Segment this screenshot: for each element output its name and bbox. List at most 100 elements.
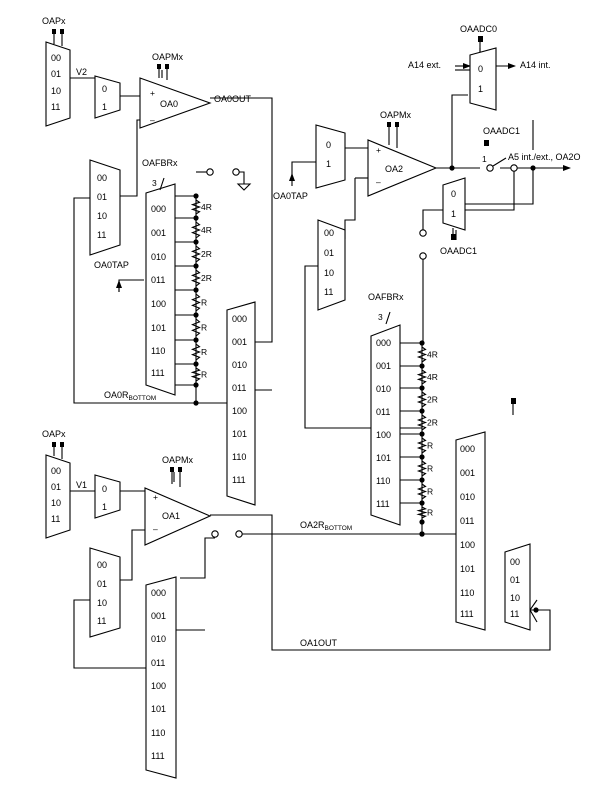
oa1-neg-mux — [89, 547, 121, 638]
oa1-fb-mux — [145, 576, 177, 779]
oa0out-label: OA0OUT — [214, 94, 252, 104]
oa2-resistor-label-4: R — [427, 441, 433, 451]
bus-width-oa2: 3 — [378, 312, 383, 322]
oa2-neg-code-3: 11 — [324, 287, 333, 297]
oa0-input-code-3: 11 — [51, 102, 60, 112]
oa0-resistor-label-4: R — [201, 298, 207, 308]
oa0-resistor-1 — [190, 221, 202, 239]
a14-mux-bit-0: 0 — [478, 64, 483, 74]
oafbrx-label-oa2: OAFBRx — [368, 292, 404, 302]
oa2-fb-code-3: 011 — [376, 407, 390, 417]
oa0-resistor-6 — [190, 343, 202, 361]
oa0-ladder-node-1 — [193, 215, 199, 221]
oa1-fb-code-5: 101 — [151, 704, 166, 714]
oa2-ladder-node-4 — [419, 431, 425, 437]
junction-1 — [530, 165, 536, 171]
oa1-fb-code-7: 111 — [151, 751, 165, 761]
a14-mux-bit-1: 1 — [478, 84, 483, 94]
oa2-ladder-node-7 — [419, 500, 425, 506]
oa0-resistor-label-1: 4R — [201, 225, 212, 235]
oafbrx-label-oa0: OAFBRx — [142, 158, 178, 168]
oa0-ladder-node-8 — [193, 382, 199, 388]
oa0-minus: – — [150, 115, 155, 125]
oa1-fb-code-2: 010 — [151, 634, 166, 644]
oa2-neg-code-1: 01 — [324, 248, 334, 258]
junction-3 — [533, 607, 539, 613]
oa2-resistor-label-6: R — [427, 487, 433, 497]
oa0-out-code-1: 001 — [232, 337, 247, 347]
oa2-neg-code-2: 10 — [324, 268, 334, 278]
oa2-ladder-node-3 — [419, 408, 425, 414]
oa1-select-mux — [94, 474, 121, 519]
oa0-amplifier — [139, 77, 212, 129]
oa0tap-label-left: OA0TAP — [94, 260, 129, 270]
oa0-select-bit-1: 1 — [102, 102, 107, 112]
junction-0 — [449, 165, 455, 171]
oaadc1-mux — [442, 177, 466, 231]
oa0-ladder-node-9 — [193, 400, 199, 406]
bus-width-oa0: 3 — [152, 178, 157, 188]
oa2-resistor-label-0: 4R — [427, 350, 438, 360]
oa0-fb-code-5: 101 — [151, 323, 166, 333]
oa2-resistor-6 — [416, 483, 428, 500]
oa2-out-code-0: 000 — [460, 444, 475, 454]
oa0-resistor-label-0: 4R — [201, 202, 212, 212]
oa2-resistor-label-1: 4R — [427, 372, 438, 382]
final-mux-code-3: 11 — [510, 609, 519, 619]
oa1-fb-code-3: 011 — [151, 658, 165, 668]
oa2-resistor-2 — [416, 391, 428, 408]
oa0-resistor-4 — [191, 293, 201, 312]
oa2-resistor-label-5: R — [427, 464, 433, 474]
oa0-resistor-3 — [190, 269, 202, 287]
oa2-out-code-2: 010 — [460, 492, 475, 502]
oa2-out-code-4: 100 — [460, 540, 475, 550]
oa2-resistor-0 — [416, 346, 428, 363]
control-pins — [52, 29, 516, 487]
oa2-fb-code-0: 000 — [376, 338, 391, 348]
oa2-fb-code-6: 110 — [376, 476, 390, 486]
oa2-out-code-5: 101 — [460, 564, 475, 574]
oa0-name: OA0 — [160, 99, 178, 109]
oa1-fb-code-0: 000 — [151, 588, 166, 598]
oa0-ladder-node-5 — [193, 312, 199, 318]
oa2-resistor-7 — [416, 506, 428, 519]
oa1-input-code-1: 01 — [51, 482, 61, 492]
oa0-out-code-5: 101 — [232, 429, 247, 439]
oa2-ladder-node-1 — [419, 363, 425, 369]
oa2-out-code-7: 111 — [460, 609, 474, 619]
oa0-fb-code-0: 000 — [151, 204, 166, 214]
oa2-neg-code-0: 00 — [324, 228, 334, 238]
oa1out-label: OA1OUT — [300, 638, 338, 648]
oa0-ladder-node-3 — [193, 263, 199, 269]
oa0-fb-code-1: 001 — [151, 228, 166, 238]
oa1-input-code-0: 00 — [51, 466, 61, 476]
oa2-resistor-1 — [416, 369, 428, 385]
oa2-fb-code-1: 001 — [376, 361, 391, 371]
oa1-select-bit-0: 0 — [102, 484, 107, 494]
a14-mux — [469, 47, 497, 111]
switch-position-1: 1 — [482, 154, 487, 164]
oa1-select-bit-1: 1 — [102, 502, 107, 512]
ground-icon — [236, 180, 252, 191]
oa2r-bottom-label: OA2RBOTTOM — [300, 520, 352, 532]
oa1-input-mux — [45, 454, 71, 539]
oa0tap-label-right: OA0TAP — [273, 191, 308, 201]
oa2-fb-code-5: 101 — [376, 453, 391, 463]
oa0-resistor-2 — [190, 245, 202, 263]
oa2-ladder-node-5 — [419, 454, 425, 460]
oa1-fb-code-1: 001 — [151, 611, 166, 621]
oapmx-label-oa2: OAPMx — [380, 110, 412, 120]
oa0-out-mux — [226, 301, 256, 506]
oa2-pos-bit-0: 0 — [326, 140, 331, 150]
oa1-fb-code-4: 100 — [151, 681, 166, 691]
oa2-ladder-node-0 — [419, 340, 425, 346]
oa0-ladder-node-2 — [193, 239, 199, 245]
oapmx-label-oa1: OAPMx — [162, 455, 194, 465]
oa0-resistor-label-5: R — [201, 323, 207, 333]
oa2-amplifier — [367, 139, 438, 197]
final-mux-code-0: 00 — [510, 557, 520, 567]
oa0-neg-code-3: 11 — [97, 230, 106, 240]
oa2-fb-mux — [370, 324, 401, 526]
oa0-ladder-node-4 — [193, 287, 199, 293]
oa1-name: OA1 — [162, 511, 180, 521]
